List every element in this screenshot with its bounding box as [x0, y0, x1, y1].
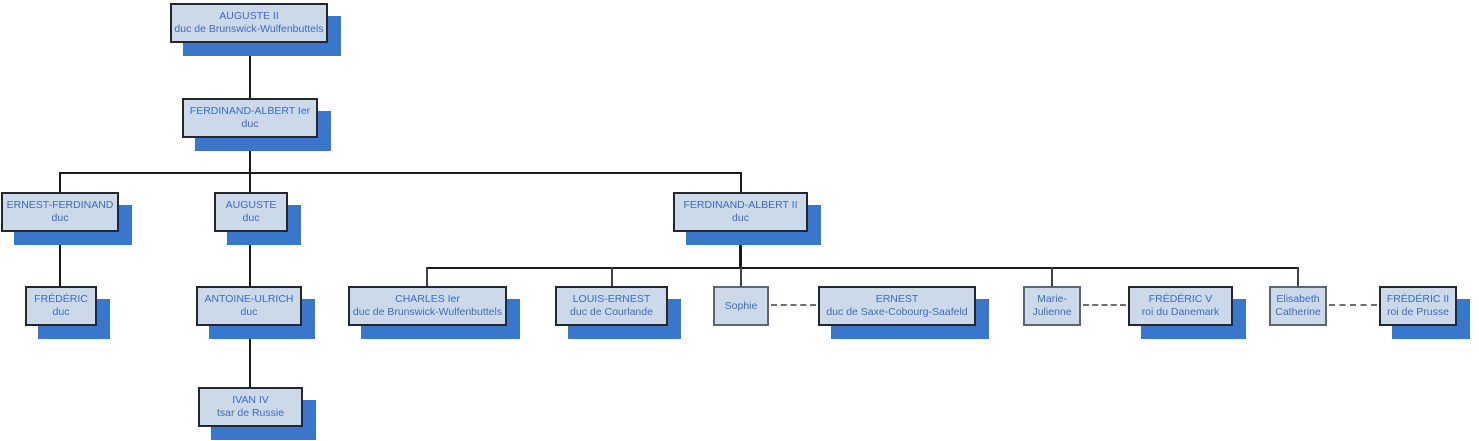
connector-rail — [59, 172, 741, 174]
connector-rail — [426, 267, 1299, 269]
person-name: AUGUSTE — [225, 199, 277, 211]
marriage-dashed-line — [1329, 304, 1377, 306]
connector-line — [59, 172, 61, 192]
person-title: duc de Brunswick-Wulfenbuttels — [352, 306, 503, 318]
person-name: IVAN IV — [232, 394, 269, 406]
person-name: FRÉDÉRIC — [34, 293, 88, 305]
connector-stub — [426, 267, 428, 286]
connector-stub — [1297, 267, 1299, 286]
person-title: Catherine — [1275, 306, 1321, 318]
person-name: AUGUSTE II — [219, 10, 279, 22]
person-name: FERDINAND-ALBERT Ier — [189, 105, 311, 117]
person-title: duc — [732, 212, 749, 224]
person-title: duc — [52, 306, 70, 318]
marriage-dashed-line — [1083, 304, 1126, 306]
person-title: duc de Courlande — [570, 306, 653, 318]
person-title: tsar de Russie — [216, 407, 285, 419]
person-title: Julienne — [1032, 306, 1072, 318]
connector-stub — [611, 267, 613, 286]
node-frederic-v[interactable]: FRÉDÉRIC V roi du Danemark — [1128, 286, 1233, 326]
person-title: duc — [51, 212, 69, 224]
person-title: duc — [240, 306, 258, 318]
connector-line — [249, 43, 251, 98]
person-name: Elisabeth — [1276, 293, 1320, 305]
person-name: ANTOINE-ULRICH — [204, 293, 294, 305]
person-name: LOUIS-ERNEST — [572, 293, 651, 305]
person-name: FERDINAND-ALBERT II — [683, 199, 798, 211]
connector-stub — [1051, 267, 1053, 286]
node-ernest-ferdinand[interactable]: ERNEST-FERDINAND duc — [1, 192, 119, 232]
node-charles-ier[interactable]: CHARLES Ier duc de Brunswick-Wulfenbutte… — [348, 286, 507, 326]
connector-stub — [740, 267, 742, 286]
node-louis-ernest[interactable]: LOUIS-ERNEST duc de Courlande — [555, 286, 668, 326]
node-ernest[interactable]: ERNEST duc de Saxe-Cobourg-Saafeld — [818, 286, 976, 326]
node-ferdinand-albert-ier[interactable]: FERDINAND-ALBERT Ier duc — [182, 98, 318, 138]
node-elisabeth-catherine[interactable]: Elisabeth Catherine — [1269, 286, 1327, 326]
person-title: duc — [241, 118, 259, 130]
person-name: ERNEST-FERDINAND — [6, 199, 114, 211]
connector-line — [740, 172, 742, 192]
person-title: roi de Prusse — [1387, 306, 1449, 318]
node-frederic-ii[interactable]: FRÉDÉRIC II roi de Prusse — [1379, 286, 1457, 326]
connector-line — [249, 232, 251, 286]
node-antoine-ulrich[interactable]: ANTOINE-ULRICH duc — [196, 286, 302, 326]
node-auguste[interactable]: AUGUSTE duc — [214, 192, 288, 232]
connector-line — [739, 232, 742, 269]
person-name: Sophie — [724, 299, 758, 312]
person-name: Marie- — [1037, 293, 1067, 305]
person-title: roi du Danemark — [1141, 306, 1220, 318]
node-frederic[interactable]: FRÉDÉRIC duc — [25, 286, 97, 326]
person-name: FRÉDÉRIC II — [1386, 293, 1450, 305]
node-auguste-ii[interactable]: AUGUSTE II duc de Brunswick-Wulfenbuttel… — [170, 3, 328, 43]
connector-line — [249, 326, 251, 387]
person-title: duc de Brunswick-Wulfenbuttels — [174, 23, 324, 35]
connector-line — [249, 138, 251, 192]
connector-line — [59, 232, 61, 286]
person-name: CHARLES Ier — [395, 293, 460, 305]
person-name: ERNEST — [875, 293, 919, 305]
node-ivan-iv[interactable]: IVAN IV tsar de Russie — [198, 387, 303, 427]
person-title: duc de Saxe-Cobourg-Saafeld — [826, 306, 968, 318]
node-marie-julienne[interactable]: Marie- Julienne — [1023, 286, 1081, 326]
node-sophie[interactable]: Sophie — [713, 286, 769, 326]
person-title: duc — [242, 212, 260, 224]
node-ferdinand-albert-ii[interactable]: FERDINAND-ALBERT II duc — [673, 192, 808, 232]
person-name: FRÉDÉRIC V — [1148, 293, 1213, 305]
marriage-dashed-line — [771, 304, 816, 306]
